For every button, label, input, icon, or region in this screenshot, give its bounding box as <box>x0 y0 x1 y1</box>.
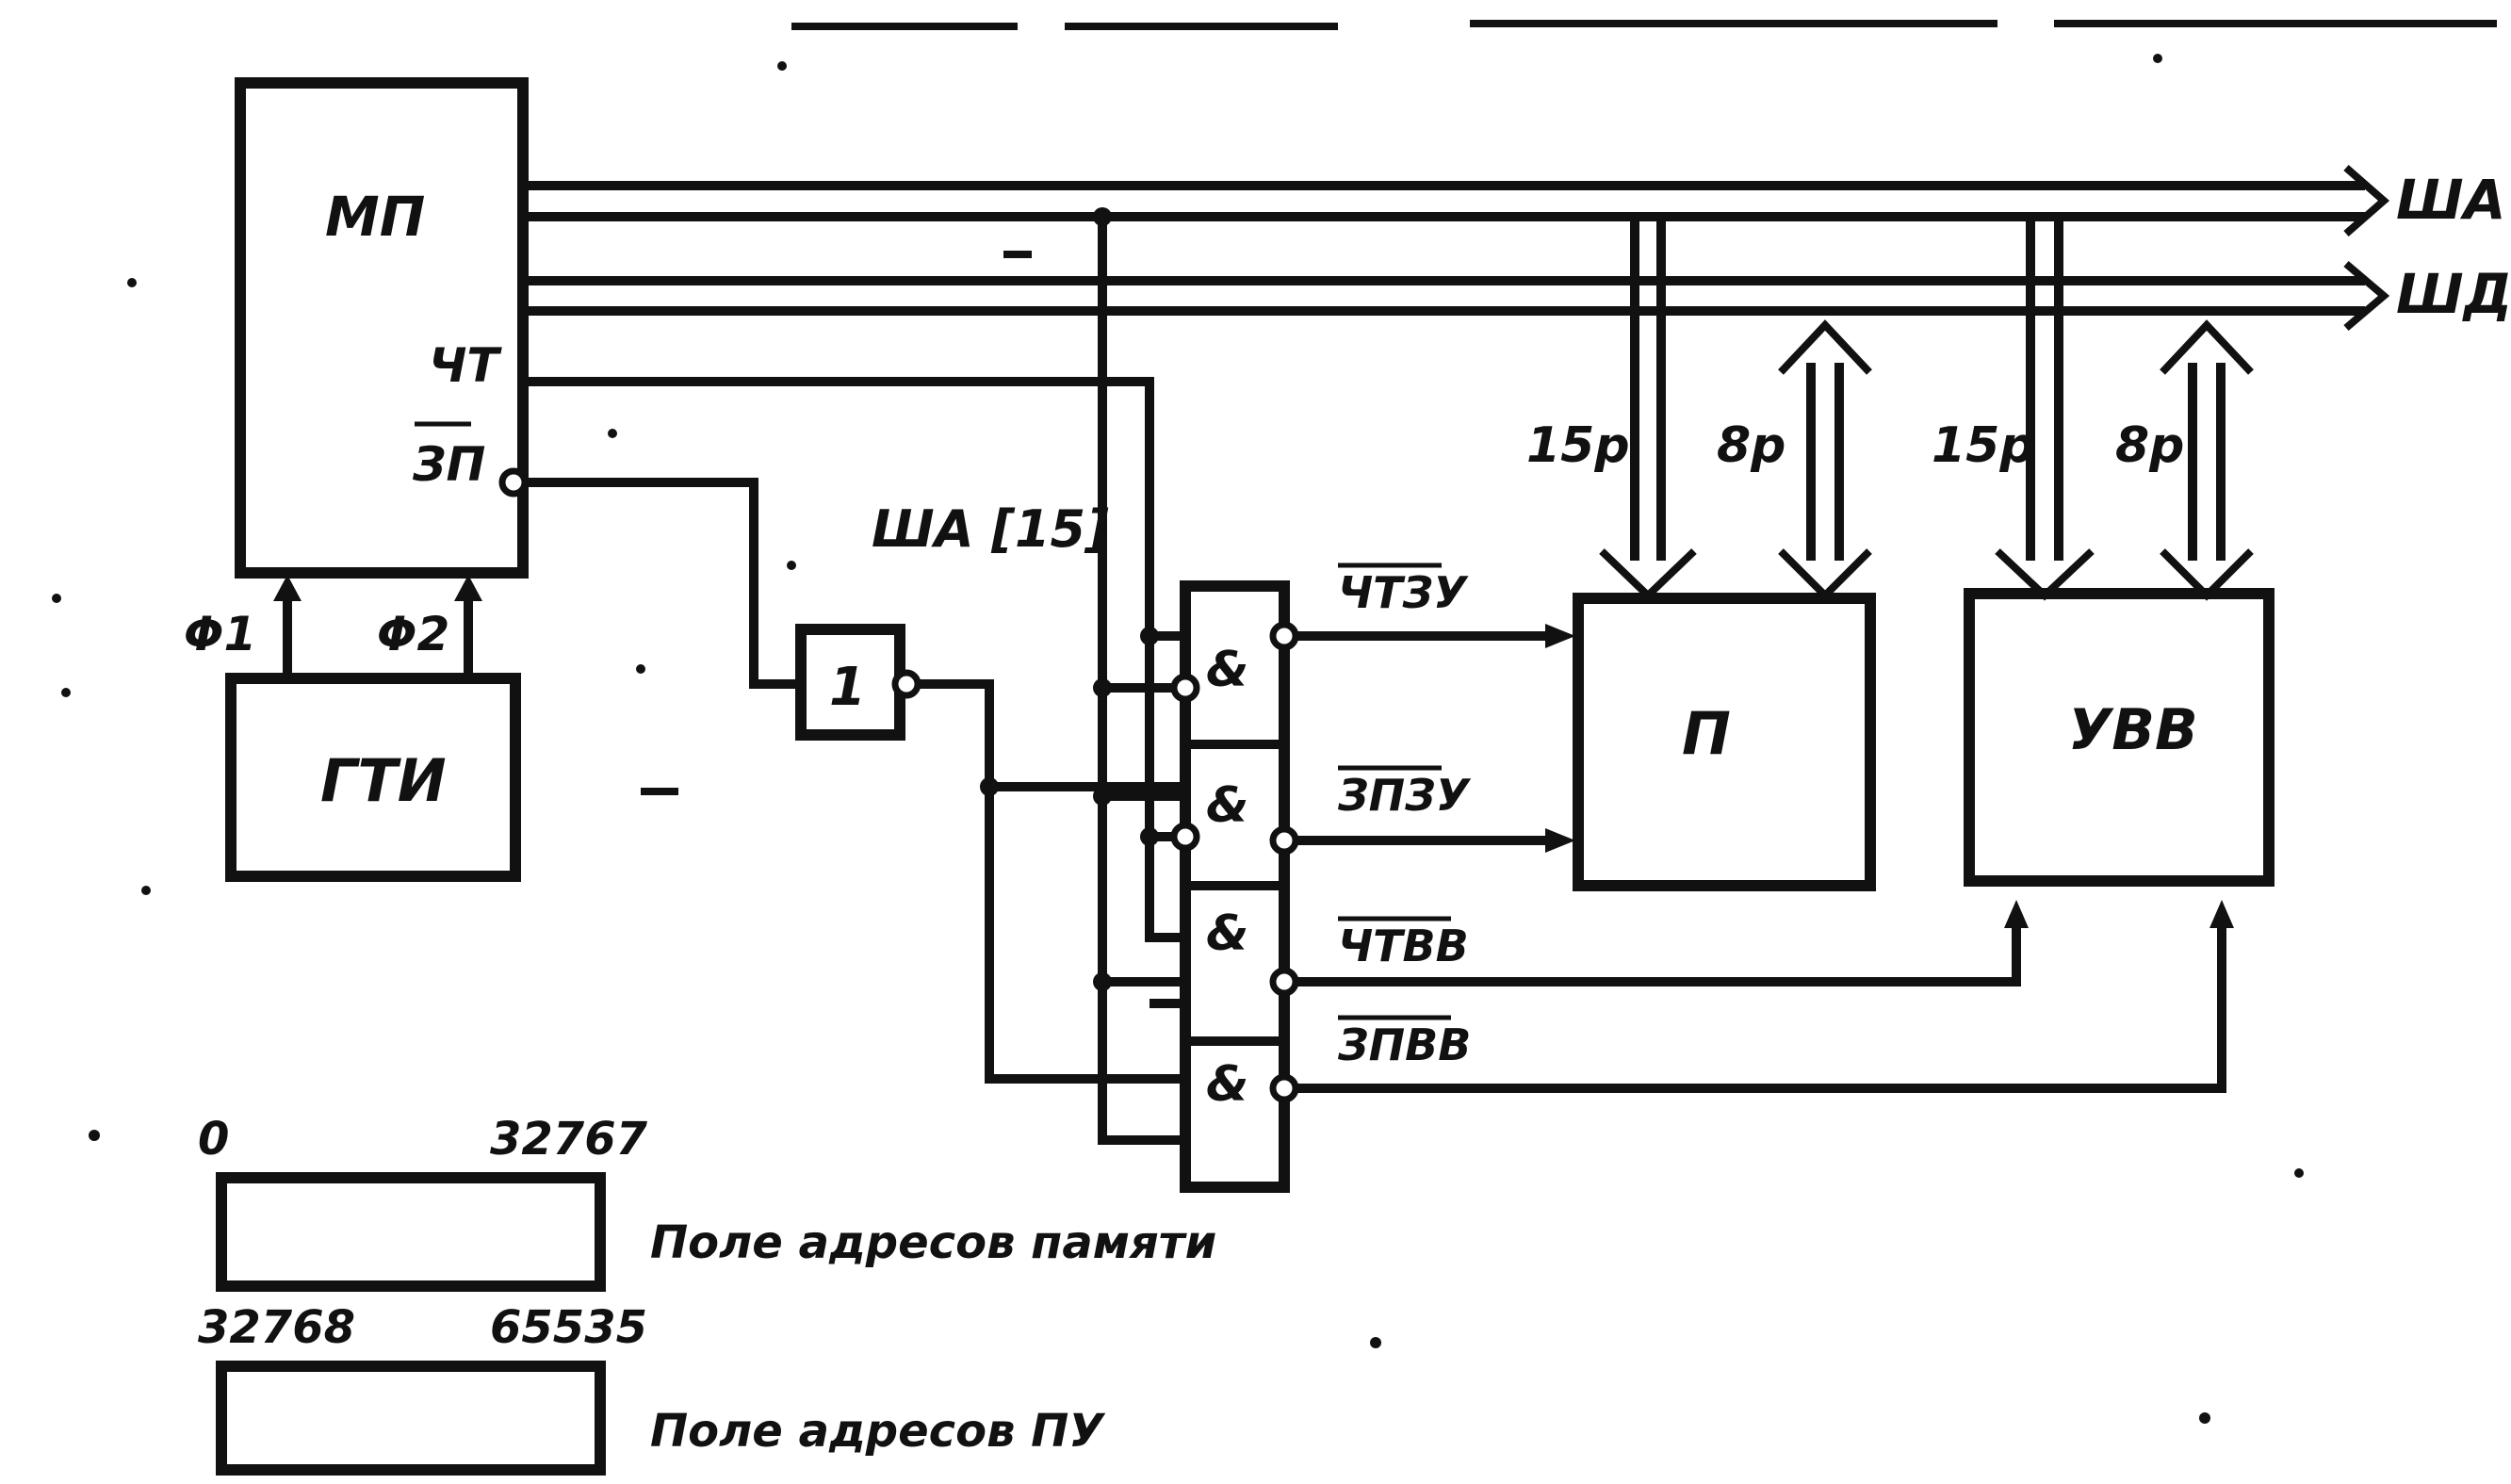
and-gate-3-symbol: & <box>1206 905 1248 962</box>
io-device-label: УВВ <box>2068 697 2198 763</box>
address-bus-label: ША <box>2396 168 2506 232</box>
microprocessor-block: МП ЧТ ЗП <box>235 77 529 579</box>
write-pin-bubble <box>498 467 529 497</box>
mem-read-signal <box>1296 624 1575 648</box>
io-write-signal <box>1296 900 2234 1093</box>
memory-data-tap <box>1778 319 1872 601</box>
data-bus <box>523 260 2390 332</box>
and-gate-4-output-bubble <box>1269 1073 1299 1103</box>
clock-phi2-label: Φ2 <box>377 607 449 661</box>
memory-range-label: Поле адресов памяти <box>650 1216 1216 1269</box>
mem-write-label: ЗПЗУ <box>1337 770 1472 821</box>
clock-phi1-label: Φ1 <box>184 607 256 661</box>
clock-generator-label: ГТИ <box>320 746 447 815</box>
io-range-label: Поле адресов ПУ <box>650 1405 1105 1458</box>
io-range-end: 65535 <box>490 1301 647 1354</box>
inverter-output-bubble <box>891 669 921 699</box>
and-gate-column: & & & & <box>1170 580 1299 1193</box>
and-gate-2-symbol: & <box>1206 777 1248 834</box>
memory-range-start: 0 <box>198 1113 229 1166</box>
and-gate-2-inverted-input <box>1170 822 1200 852</box>
address-bus <box>523 164 2390 237</box>
io-read-signal <box>1296 900 2029 987</box>
mem-write-signal <box>1296 828 1575 853</box>
read-pin-label: ЧТ <box>429 338 502 393</box>
io-data-tap <box>2160 319 2254 601</box>
io-write-label: ЗПВВ <box>1337 1019 1471 1070</box>
memory-label: П <box>1682 699 1731 768</box>
mem-read-label: ЧТЗУ <box>1338 567 1469 618</box>
memory-address-range: 0 32767 Поле адресов памяти <box>198 1113 1216 1292</box>
and-gate-2-output-bubble <box>1269 825 1299 856</box>
control-wiring <box>523 207 1185 1145</box>
clock-phi2-arrow <box>454 575 482 678</box>
and-gate-4-symbol: & <box>1206 1056 1248 1113</box>
io-read-label: ЧТВВ <box>1338 921 1469 971</box>
microprocessor-label: МП <box>325 185 425 249</box>
and-gate-1-symbol: & <box>1206 642 1248 698</box>
clock-generator-block: ГТИ <box>225 673 521 882</box>
memory-block: П <box>1573 593 1876 891</box>
memory-data-width: 8р <box>1717 417 1785 474</box>
io-range-start: 32768 <box>198 1301 355 1354</box>
write-pin-label: ЗП <box>412 437 485 492</box>
memory-address-width: 15р <box>1526 417 1630 474</box>
and-gate-1-output-bubble <box>1269 621 1299 651</box>
and-gate-1-inverted-input <box>1170 673 1200 703</box>
and-gate-3-output-bubble <box>1269 967 1299 997</box>
io-data-width: 8р <box>2115 417 2184 474</box>
memory-address-tap <box>1599 217 1697 601</box>
scan-noise <box>52 20 2497 1424</box>
memory-range-end: 32767 <box>490 1113 648 1166</box>
inverter-label: 1 <box>829 657 866 718</box>
io-address-width: 15р <box>1932 417 2035 474</box>
address-bit-15-label: ША [15] <box>872 499 1109 559</box>
io-address-range: 32768 65535 Поле адресов ПУ <box>198 1301 1105 1476</box>
data-bus-label: ШД <box>2396 262 2511 326</box>
io-device-block: УВВ <box>1964 588 2275 887</box>
inverter-gate: 1 <box>795 624 921 741</box>
clock-phi1-arrow <box>273 575 302 678</box>
io-address-tap <box>1995 217 2095 601</box>
